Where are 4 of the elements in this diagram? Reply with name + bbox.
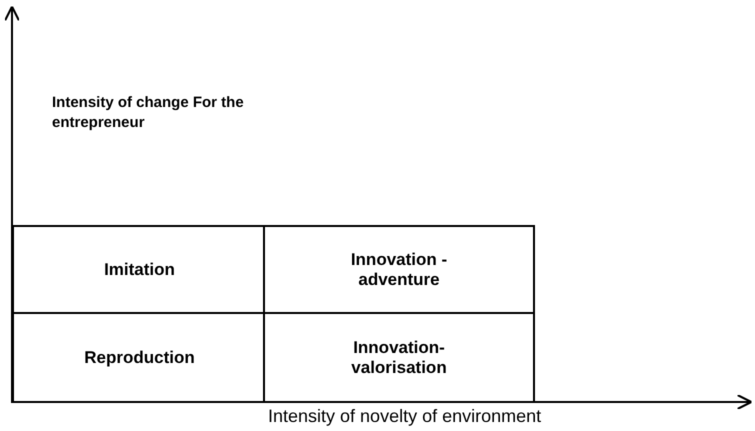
axis-title: Intensity of novelty of environment [268, 405, 542, 428]
matrix-cell: Innovation - adventure [263, 225, 535, 314]
matrix-cell: Innovation- valorisation [263, 312, 535, 403]
axis-title: Intensity of change For the entrepreneur [52, 93, 245, 132]
